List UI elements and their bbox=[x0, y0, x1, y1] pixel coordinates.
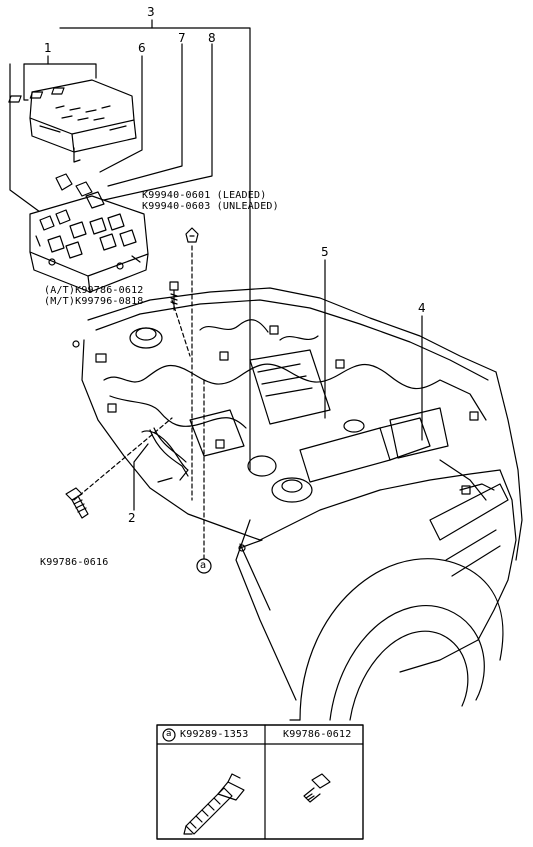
table-col1-part: K99289-1353 bbox=[180, 729, 249, 740]
table-bolt-illustration bbox=[303, 773, 331, 803]
bolt-upper-illustration bbox=[169, 281, 179, 311]
callout-4: 4 bbox=[418, 301, 426, 315]
callout-8: 8 bbox=[208, 31, 216, 45]
table-marker-circle bbox=[162, 728, 176, 742]
vehicle-body-illustration bbox=[72, 287, 523, 721]
table-col2-part: K99786-0612 bbox=[283, 729, 352, 740]
callout-2: 2 bbox=[128, 511, 136, 525]
table-clip-illustration bbox=[183, 773, 245, 835]
relay-box-cover-illustration bbox=[8, 79, 137, 163]
marker-a-label: a bbox=[200, 560, 207, 571]
bolt-left-illustration bbox=[65, 487, 89, 519]
junction-box-illustration bbox=[29, 173, 149, 293]
marker-a-circle bbox=[196, 558, 212, 574]
part-number-leaded: K99940-0601 (LEADED) bbox=[142, 190, 267, 201]
callout-1: 1 bbox=[44, 41, 52, 55]
clip-nut-illustration bbox=[185, 227, 199, 243]
part-number-bolt-left: K99786-0616 bbox=[40, 557, 109, 568]
part-number-at: (A/T)K99786-0612 bbox=[44, 285, 144, 296]
callout-7: 7 bbox=[178, 31, 186, 45]
part-number-unleaded: K99940-0603 (UNLEADED) bbox=[142, 201, 279, 212]
callout-5: 5 bbox=[321, 245, 329, 259]
table-marker-label: a bbox=[166, 729, 172, 739]
callout-3: 3 bbox=[147, 5, 155, 19]
parts-table bbox=[156, 724, 364, 840]
callout-6: 6 bbox=[138, 41, 146, 55]
part-number-mt: (M/T)K99796-0818 bbox=[44, 296, 144, 307]
